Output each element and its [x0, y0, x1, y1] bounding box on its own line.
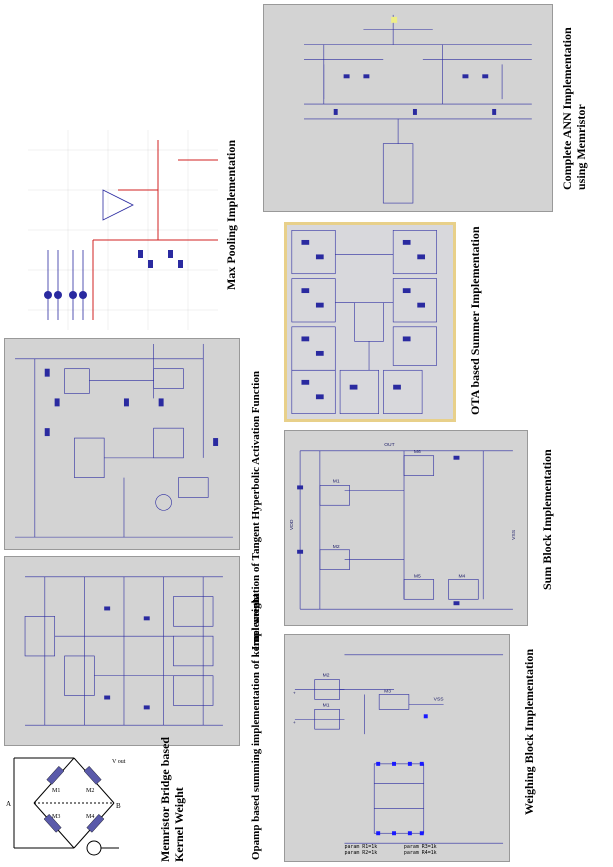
opamp-summing-schematic: [24, 576, 223, 726]
weighing-block-panel: + + M2 M1 M3 VSS param R1=1k param R2=1k…: [284, 634, 510, 862]
memristor-bridge-schematic: A B V out M1 M2 M3 M4: [6, 757, 126, 856]
weigh-param-2: param R2=1k: [344, 850, 377, 856]
weigh-m3-label: M3: [384, 688, 391, 694]
sum-m6-label: M6: [414, 449, 421, 455]
caption-max-pooling: Max Pooling Implementation: [224, 140, 238, 290]
ota-summer-schematic: [291, 230, 437, 414]
sum-m5-label: M5: [414, 573, 421, 579]
caption-weighing-block: Weighing Block Implementation: [522, 648, 536, 815]
caption-memristor-bridge: Memristor Bridge based Kernel Weight: [158, 736, 186, 862]
opamp-summing-panel: [4, 556, 240, 746]
weigh-param-3: param R3=1k: [404, 844, 437, 850]
caption-opamp-summing: Opamp based summing implementation of ke…: [250, 593, 262, 860]
weigh-vss-label: VSS: [434, 696, 445, 702]
sum-m1-label: M1: [333, 478, 340, 484]
sum-vdd-label: VDD: [289, 519, 295, 530]
bridge-m1-label: M1: [52, 788, 60, 794]
max-pooling-schematic: [28, 130, 218, 330]
weigh-param-1: param R1=1k: [344, 844, 377, 850]
sum-block-schematic: VDD VSS OUT M1 M2 M5 M6 M4: [289, 442, 517, 610]
caption-ota-summer: OTA based Summer Implementation: [468, 226, 482, 415]
sum-out-label: OUT: [384, 442, 394, 448]
weigh-m1-label: M1: [323, 702, 330, 708]
max-pooling-panel: [28, 130, 218, 330]
complete-ann-schematic: [304, 14, 532, 204]
sum-m2-label: M2: [333, 544, 340, 550]
sum-vss-label: VSS: [511, 529, 517, 540]
sum-block-panel: VDD VSS OUT M1 M2 M5 M6 M4: [284, 430, 528, 626]
weigh-plus-1: +: [293, 691, 296, 696]
tanh-panel: [4, 338, 240, 550]
bridge-m3-label: M3: [52, 814, 60, 820]
weighing-block-schematic: + + M2 M1 M3 VSS param R1=1k param R2=1k…: [293, 654, 504, 856]
tanh-schematic: [15, 343, 233, 538]
ota-summer-panel: [284, 222, 456, 422]
bridge-m4-label: M4: [86, 814, 94, 820]
caption-sum-block: Sum Block Implementation: [540, 449, 554, 590]
sum-m4-label: M4: [458, 573, 465, 579]
memristor-bridge-panel: A B V out M1 M2 M3 M4: [4, 748, 152, 862]
weigh-m2-label: M2: [323, 673, 330, 679]
bridge-m2-label: M2: [86, 788, 94, 794]
bridge-b-label: B: [116, 802, 121, 810]
weigh-param-4: param R4=1k: [404, 850, 437, 856]
complete-ann-panel: [263, 4, 553, 212]
caption-complete-ann: Complete ANN Implementation using Memris…: [560, 27, 588, 190]
weigh-plus-2: +: [293, 721, 296, 726]
bridge-a-label: A: [6, 800, 11, 808]
bridge-vout-label: V out: [112, 759, 126, 765]
